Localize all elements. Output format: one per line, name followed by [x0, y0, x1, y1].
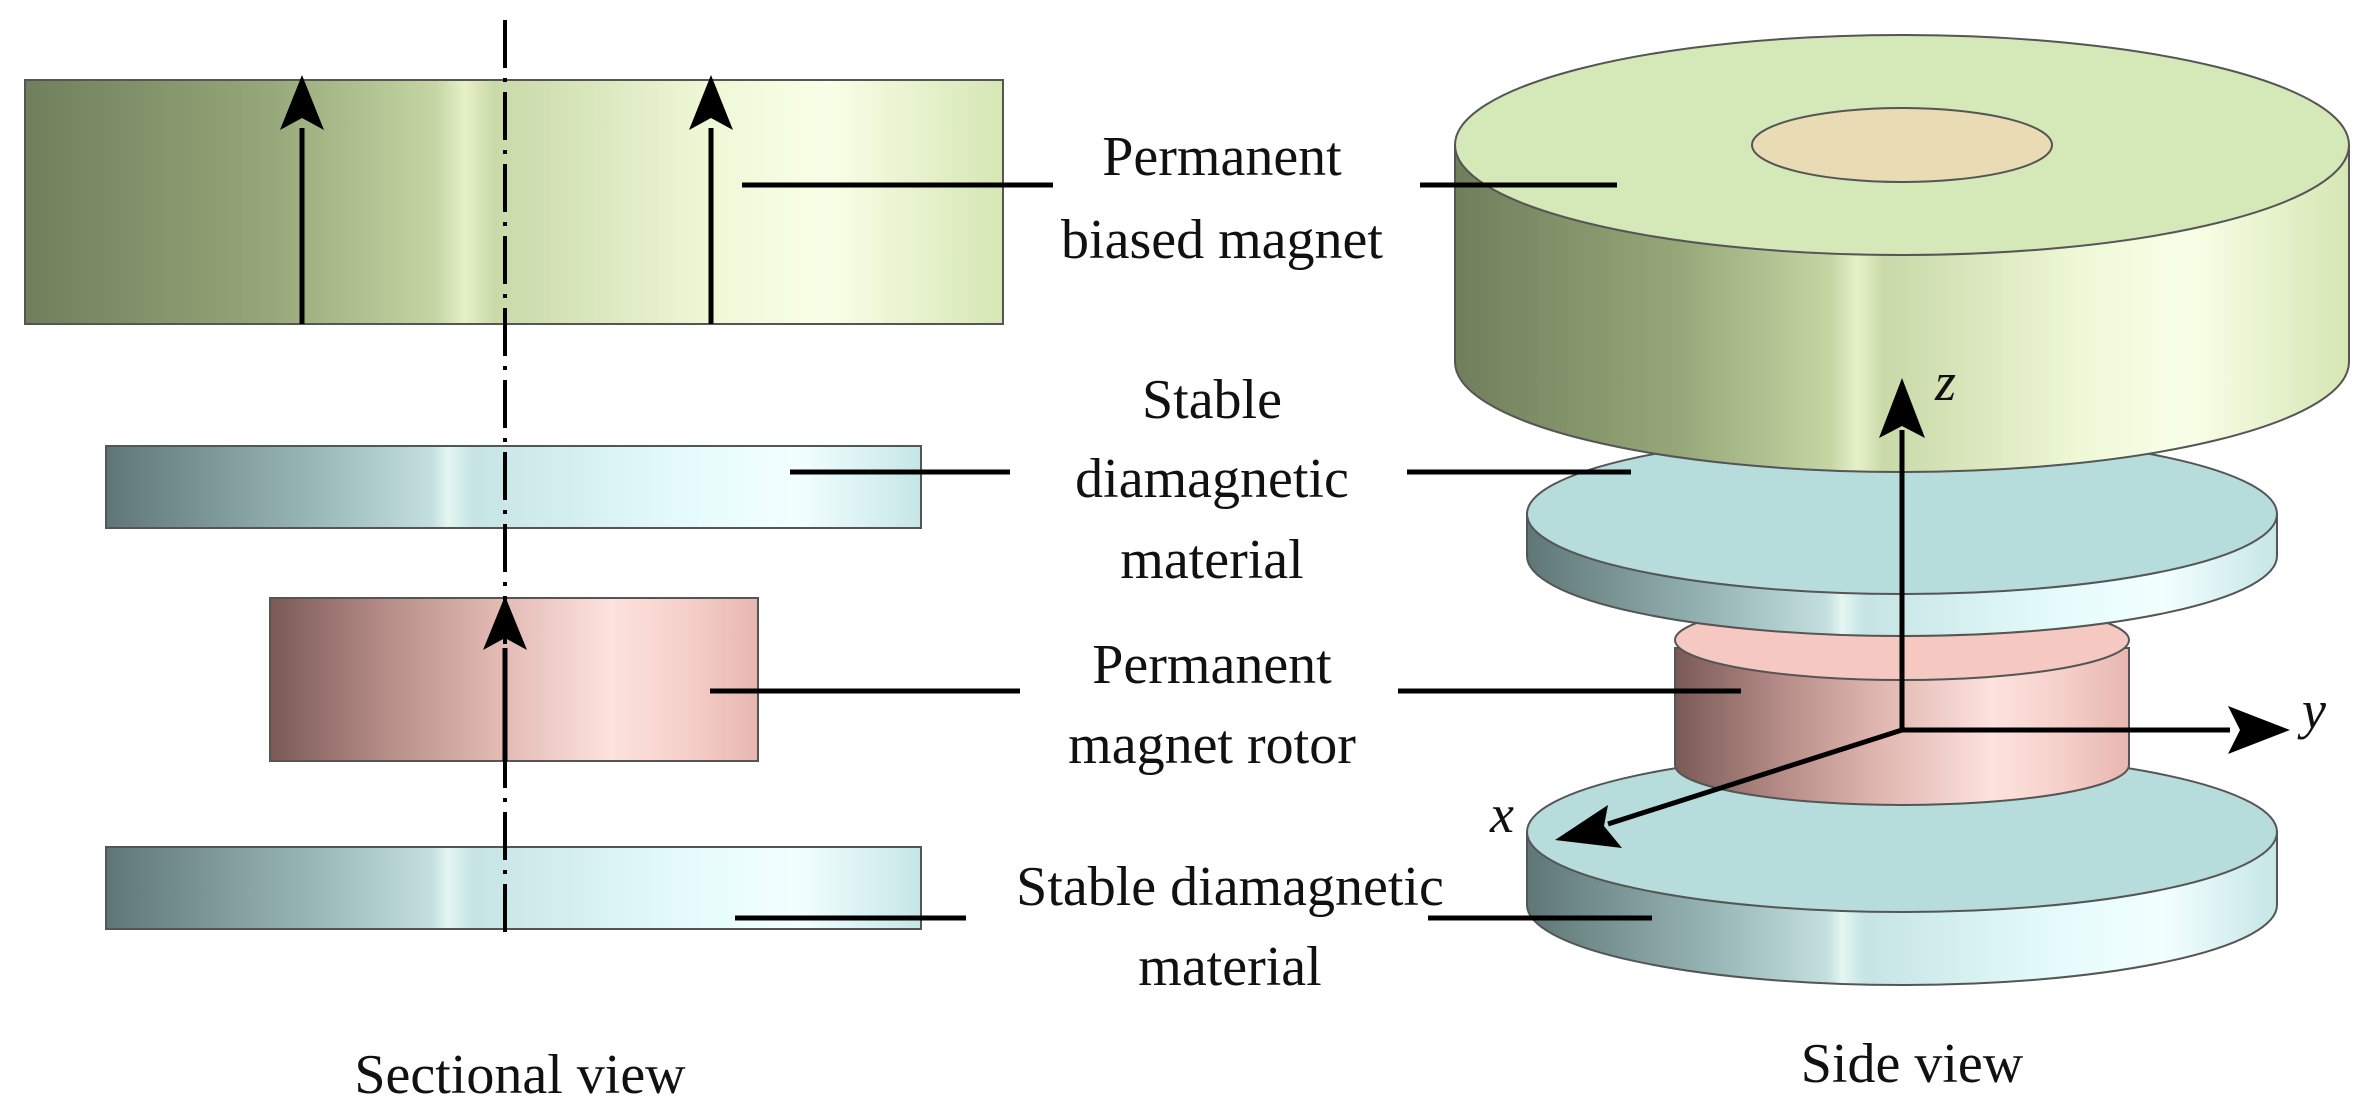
x-axis-arrowhead [1555, 805, 1622, 848]
section-diamagnetic-upper [105, 445, 922, 529]
label-stable-diamagnetic-1b: diamagnetic [1075, 448, 1349, 510]
coordinate-axes [1555, 378, 2290, 848]
label-permanent-biased-magnet-1: Permanent [1102, 126, 1342, 188]
axis-label-y: y [2297, 680, 2326, 740]
side-biased-magnet-bore [1751, 107, 2053, 183]
y-axis-arrowhead [2228, 706, 2290, 754]
label-permanent-biased-magnet-2: biased magnet [1061, 209, 1383, 271]
magnetization-arrow-rotor [483, 596, 527, 761]
axis-label-x: x [1489, 784, 1514, 844]
axis-label-z: z [1934, 352, 1956, 412]
caption-sectional-view: Sectional view [354, 1044, 686, 1106]
label-stable-diamagnetic-1a: Stable [1142, 369, 1282, 431]
z-axis-arrowhead [1879, 378, 1925, 438]
section-biased-magnet [24, 79, 1004, 325]
label-stable-diamagnetic-2b: material [1138, 936, 1321, 998]
sectional-view [24, 20, 1004, 940]
section-diamagnetic-lower [105, 846, 922, 930]
x-axis-line [1607, 727, 1903, 827]
label-permanent-magnet-rotor-2: magnet rotor [1068, 714, 1356, 776]
label-stable-diamagnetic-2a: Stable diamagnetic [1016, 856, 1444, 918]
side-view [1454, 34, 2350, 986]
magnetization-arrow-left [280, 75, 324, 324]
caption-side-view: Side view [1801, 1033, 2024, 1095]
leader-lines [710, 182, 1741, 921]
magnetization-arrow-right [689, 75, 733, 324]
label-stable-diamagnetic-1c: material [1120, 529, 1303, 591]
label-permanent-magnet-rotor-1: Permanent [1092, 634, 1332, 696]
side-biased-magnet [1454, 34, 2350, 473]
labels: Permanent biased magnet Stable diamagnet… [354, 126, 2326, 1106]
